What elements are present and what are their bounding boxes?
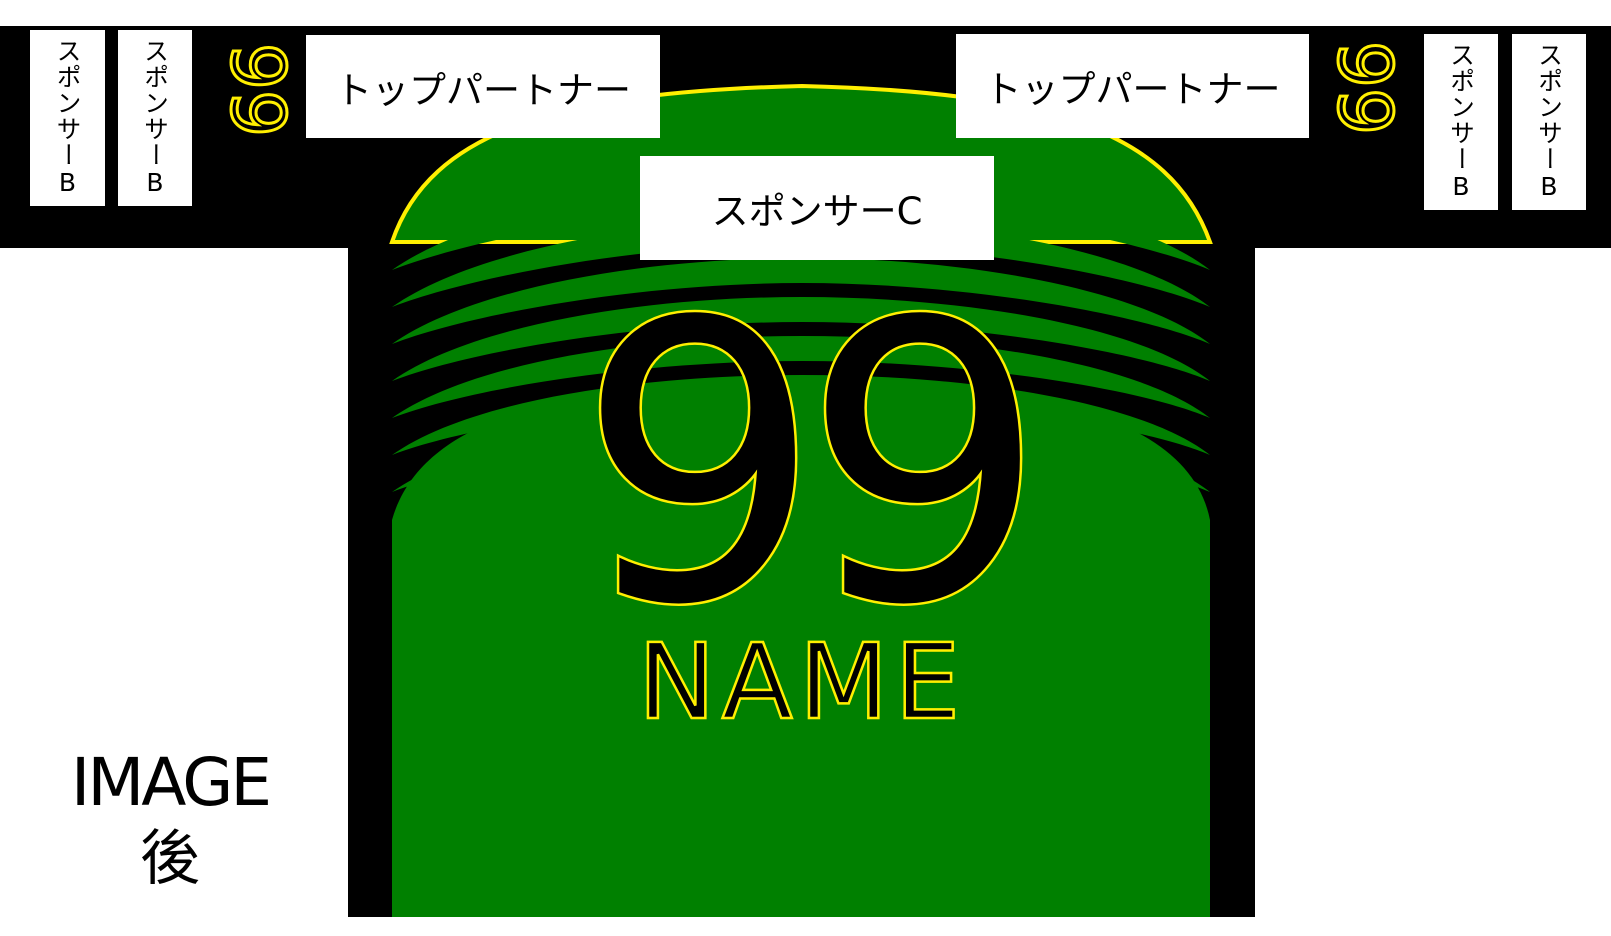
- green-panel: [392, 380, 1210, 917]
- stripe: [392, 258, 1210, 344]
- sponsor-b-panel-right-2: スポンサーB: [1512, 34, 1586, 210]
- sponsor-b-label: スポンサーB: [1534, 42, 1564, 202]
- sleeve-number-left: 99: [213, 41, 302, 138]
- sleeve-number-right: 99: [1320, 39, 1409, 136]
- view-label: IMAGE 後: [45, 745, 295, 894]
- top-partner-label: トップパートナー: [335, 68, 631, 112]
- stripe: [392, 180, 1210, 270]
- sponsor-b-panel-left-1: スポンサーB: [30, 30, 105, 206]
- top-partner-panel-left: トップパートナー: [306, 35, 660, 138]
- sponsor-c-label: スポンサーC: [711, 190, 923, 233]
- sponsor-c-panel: スポンサーC: [640, 156, 994, 260]
- view-label-line2: 後: [140, 823, 200, 894]
- top-partner-panel-right: トップパートナー: [956, 34, 1309, 138]
- stripe: [392, 336, 1210, 418]
- sponsor-b-panel-right-1: スポンサーB: [1424, 34, 1498, 210]
- player-name: NAME: [638, 621, 966, 743]
- stripe: [392, 414, 1210, 492]
- stripes: [392, 180, 1210, 492]
- stripe: [392, 297, 1210, 381]
- top-partner-label: トップパートナー: [984, 68, 1281, 111]
- stripe: [392, 375, 1210, 455]
- back-number: 99: [577, 241, 1027, 689]
- sponsor-b-label: スポンサーB: [53, 38, 82, 198]
- sponsor-b-label: スポンサーB: [140, 38, 170, 198]
- stripe: [392, 219, 1210, 307]
- view-label-line1: IMAGE: [70, 744, 272, 821]
- sponsor-b-label: スポンサーB: [1446, 42, 1476, 202]
- sponsor-b-panel-left-2: スポンサーB: [118, 30, 192, 206]
